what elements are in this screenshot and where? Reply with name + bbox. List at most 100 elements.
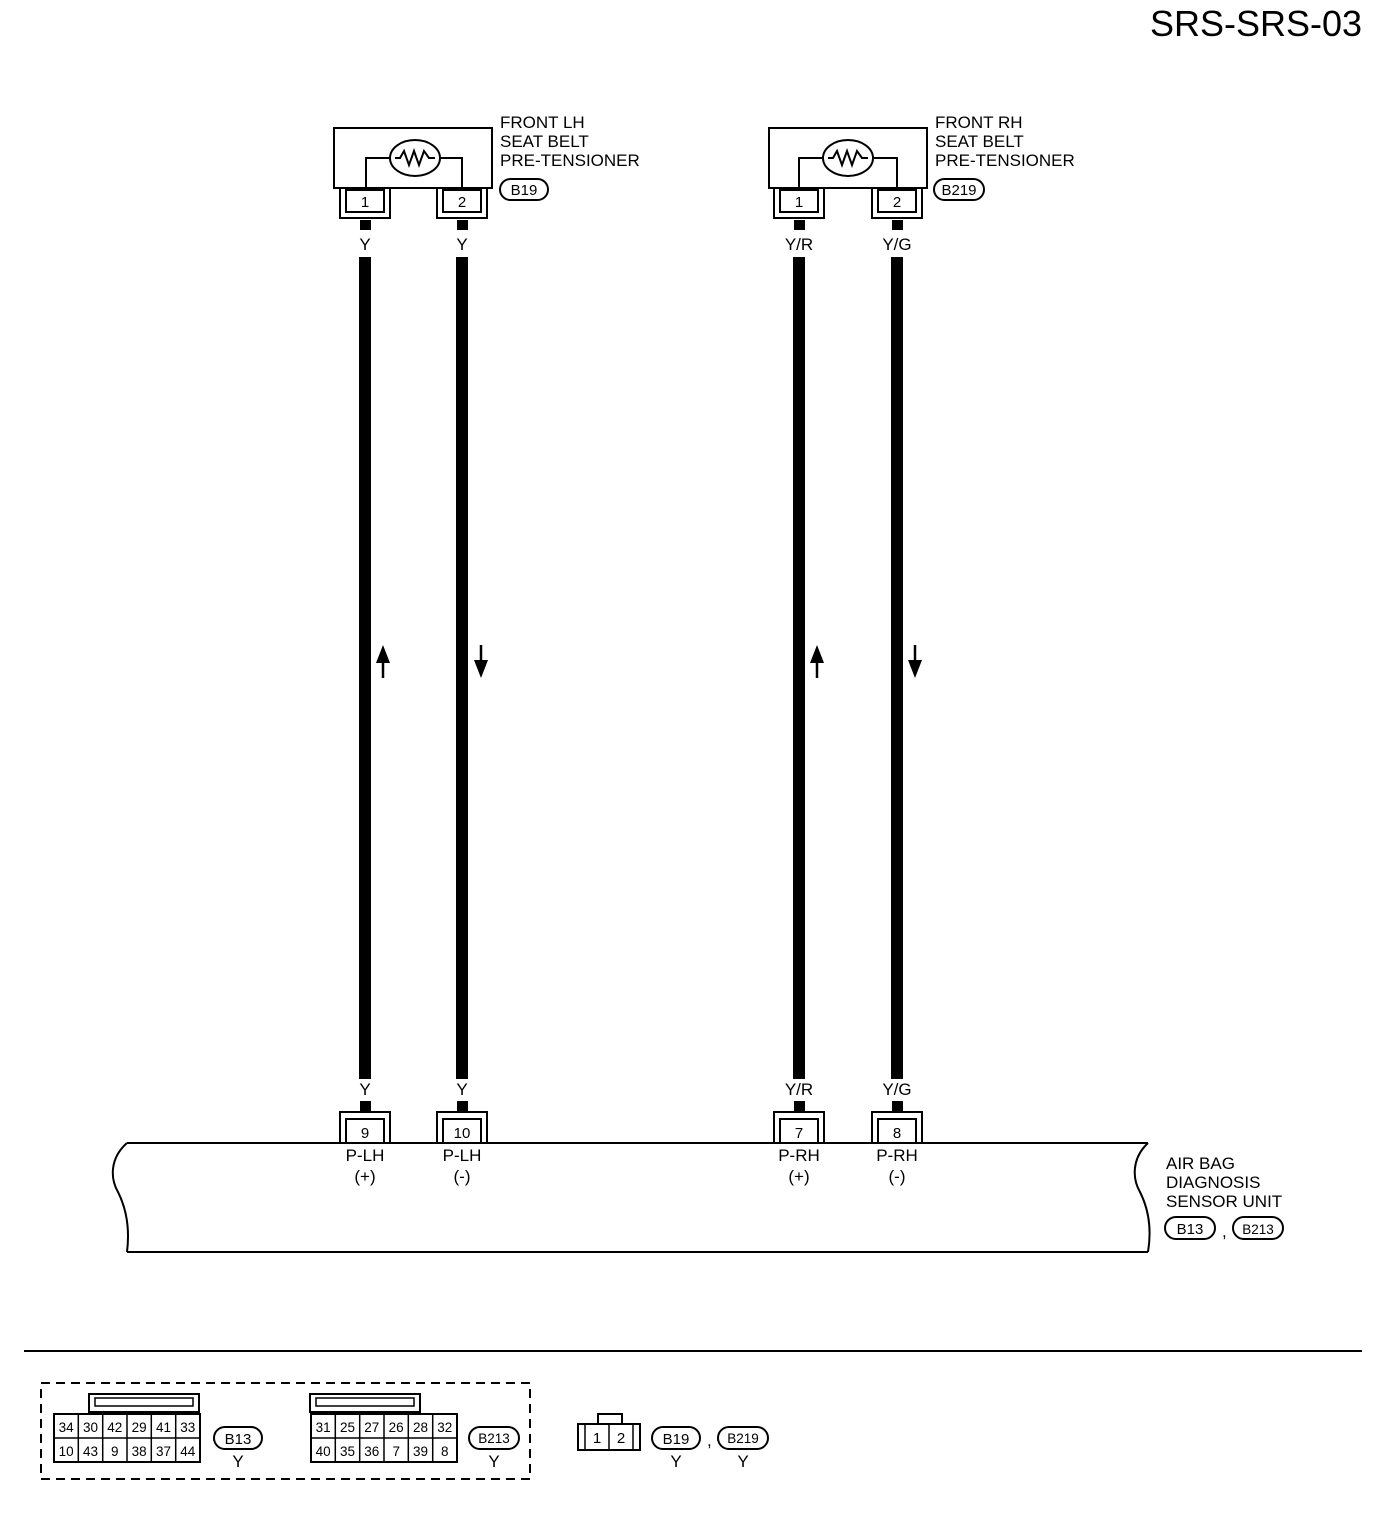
arrow-up-icon xyxy=(810,645,824,678)
connector-badge xyxy=(1164,1216,1216,1240)
pin-label: 2 xyxy=(893,194,901,211)
connector-badge xyxy=(933,178,985,201)
cavity-number: 9 xyxy=(111,1444,119,1459)
arrow-down-icon xyxy=(474,645,488,678)
front-rh-pretensioner: 1 2 FRONT RH SEAT BELT PRE-TENSIONER B21… xyxy=(768,113,1075,219)
connector-badge xyxy=(1232,1216,1284,1240)
cavity-number: 40 xyxy=(316,1444,331,1459)
signal-name: P-LH xyxy=(346,1146,385,1165)
legend-dashed-box xyxy=(40,1382,531,1480)
cavity-number: 26 xyxy=(389,1420,404,1435)
cavity-number: 2 xyxy=(617,1430,625,1447)
pin-label: 2 xyxy=(458,194,466,211)
cavity-number: 30 xyxy=(83,1420,98,1435)
wire-color-bottom: Y/R xyxy=(785,1080,813,1099)
pin-2-connector: 2 xyxy=(436,188,488,219)
connector-id: B213 xyxy=(1242,1222,1274,1237)
cavity-number: 31 xyxy=(316,1420,331,1435)
connector-color: Y xyxy=(232,1452,243,1471)
component-name-line-1: AIR BAG xyxy=(1166,1154,1235,1173)
signal-name: P-RH xyxy=(778,1146,820,1165)
connector-face-b19: 1 2 B19 Y , B219 Y xyxy=(577,1413,769,1471)
cavity-number: 1 xyxy=(593,1430,601,1447)
connector-color: Y xyxy=(670,1452,681,1471)
cavity-number: 35 xyxy=(340,1444,355,1459)
cavity-number: 39 xyxy=(413,1444,428,1459)
pin-9-connector: 9 xyxy=(339,1111,391,1144)
pin-label: 1 xyxy=(795,194,803,211)
connector-id: B19 xyxy=(511,182,538,199)
wire-color-top: Y/G xyxy=(882,235,911,254)
wire-color-bottom: Y xyxy=(456,1080,467,1099)
component-name-line-1: FRONT LH xyxy=(500,113,585,132)
pin-10-connector: 10 xyxy=(436,1111,488,1144)
cavity-number: 42 xyxy=(107,1420,122,1435)
pin-7-connector: 7 xyxy=(773,1111,825,1144)
pin-2-connector: 2 xyxy=(871,188,923,219)
signal-polarity: (-) xyxy=(889,1167,906,1186)
connector-face-b213: 31 25 27 26 28 32 40 35 36 7 39 8 B213 Y xyxy=(309,1393,520,1471)
connector-id: B213 xyxy=(478,1431,510,1446)
resistor-icon xyxy=(389,139,441,177)
cavity-number: 38 xyxy=(132,1444,147,1459)
cavity-number: 34 xyxy=(59,1420,75,1435)
connector-badge xyxy=(213,1426,263,1450)
cavity-number: 36 xyxy=(364,1444,379,1459)
connector-id: B19 xyxy=(663,1431,690,1448)
component-name-line-2: DIAGNOSIS xyxy=(1166,1173,1260,1192)
cavity-number: 44 xyxy=(180,1444,196,1459)
wire-color-top: Y/R xyxy=(785,235,813,254)
front-lh-pretensioner: 1 2 FRONT LH SEAT BELT PRE-TENSIONER B19 xyxy=(333,113,640,219)
cavity-number: 8 xyxy=(441,1444,449,1459)
arrow-down-icon xyxy=(908,645,922,678)
cavity-number: 10 xyxy=(59,1444,74,1459)
signal-name: P-RH xyxy=(876,1146,918,1165)
cavity-number: 43 xyxy=(83,1444,98,1459)
connector-id: B219 xyxy=(941,182,976,199)
cavity-number: 28 xyxy=(413,1420,428,1435)
component-name-line-3: SENSOR UNIT xyxy=(1166,1192,1282,1211)
component-name-line-3: PRE-TENSIONER xyxy=(500,151,640,170)
cavity-number: 27 xyxy=(364,1420,379,1435)
connector-badge xyxy=(468,1426,520,1450)
signal-polarity: (+) xyxy=(788,1167,809,1186)
connector-id: B13 xyxy=(1177,1221,1204,1238)
pin-label: 1 xyxy=(361,194,369,211)
pin-label: 8 xyxy=(893,1125,901,1142)
connector-face-b13: 34 30 42 29 41 33 10 43 9 38 37 44 B13 Y xyxy=(53,1393,263,1471)
connector-id: B219 xyxy=(727,1431,759,1446)
cavity-number: 32 xyxy=(437,1420,452,1435)
component-name-line-1: FRONT RH xyxy=(935,113,1023,132)
page-code: SRS-SRS-03 xyxy=(1150,3,1362,44)
arrow-up-icon xyxy=(376,645,390,678)
cavity-number: 29 xyxy=(132,1420,147,1435)
pin-1-connector: 1 xyxy=(773,188,825,219)
wire-p-lh-minus: Y Y xyxy=(456,220,488,1111)
wire-color-top: Y xyxy=(456,235,467,254)
air-bag-diagnosis-sensor-unit: 9 P-LH (+) 10 P-LH (-) 7 P-RH (+) 8 P-RH… xyxy=(111,1111,1284,1253)
wire-p-lh-plus: Y Y xyxy=(359,220,390,1111)
connector-color: Y xyxy=(737,1452,748,1471)
component-name-line-2: SEAT BELT xyxy=(935,132,1024,151)
wire-color-bottom: Y/G xyxy=(882,1080,911,1099)
wire-p-rh-minus: Y/G Y/G xyxy=(882,220,922,1111)
component-name-line-3: PRE-TENSIONER xyxy=(935,151,1075,170)
cavity-number: 33 xyxy=(180,1420,195,1435)
resistor-icon xyxy=(822,139,874,177)
cavity-number: 7 xyxy=(392,1444,400,1459)
cavity-number: 37 xyxy=(156,1444,171,1459)
connector-separator: , xyxy=(707,1431,712,1450)
connector-separator: , xyxy=(1222,1222,1227,1241)
connector-id: B13 xyxy=(225,1431,252,1448)
connector-color: Y xyxy=(488,1452,499,1471)
pin-8-connector: 8 xyxy=(871,1111,923,1144)
signal-name: P-LH xyxy=(443,1146,482,1165)
wire-color-bottom: Y xyxy=(359,1080,370,1099)
connector-badge xyxy=(651,1426,701,1450)
signal-polarity: (+) xyxy=(354,1167,375,1186)
connector-badge xyxy=(717,1426,769,1450)
pin-label: 10 xyxy=(454,1125,471,1142)
cavity-number: 41 xyxy=(156,1420,171,1435)
pin-label: 7 xyxy=(795,1125,803,1142)
